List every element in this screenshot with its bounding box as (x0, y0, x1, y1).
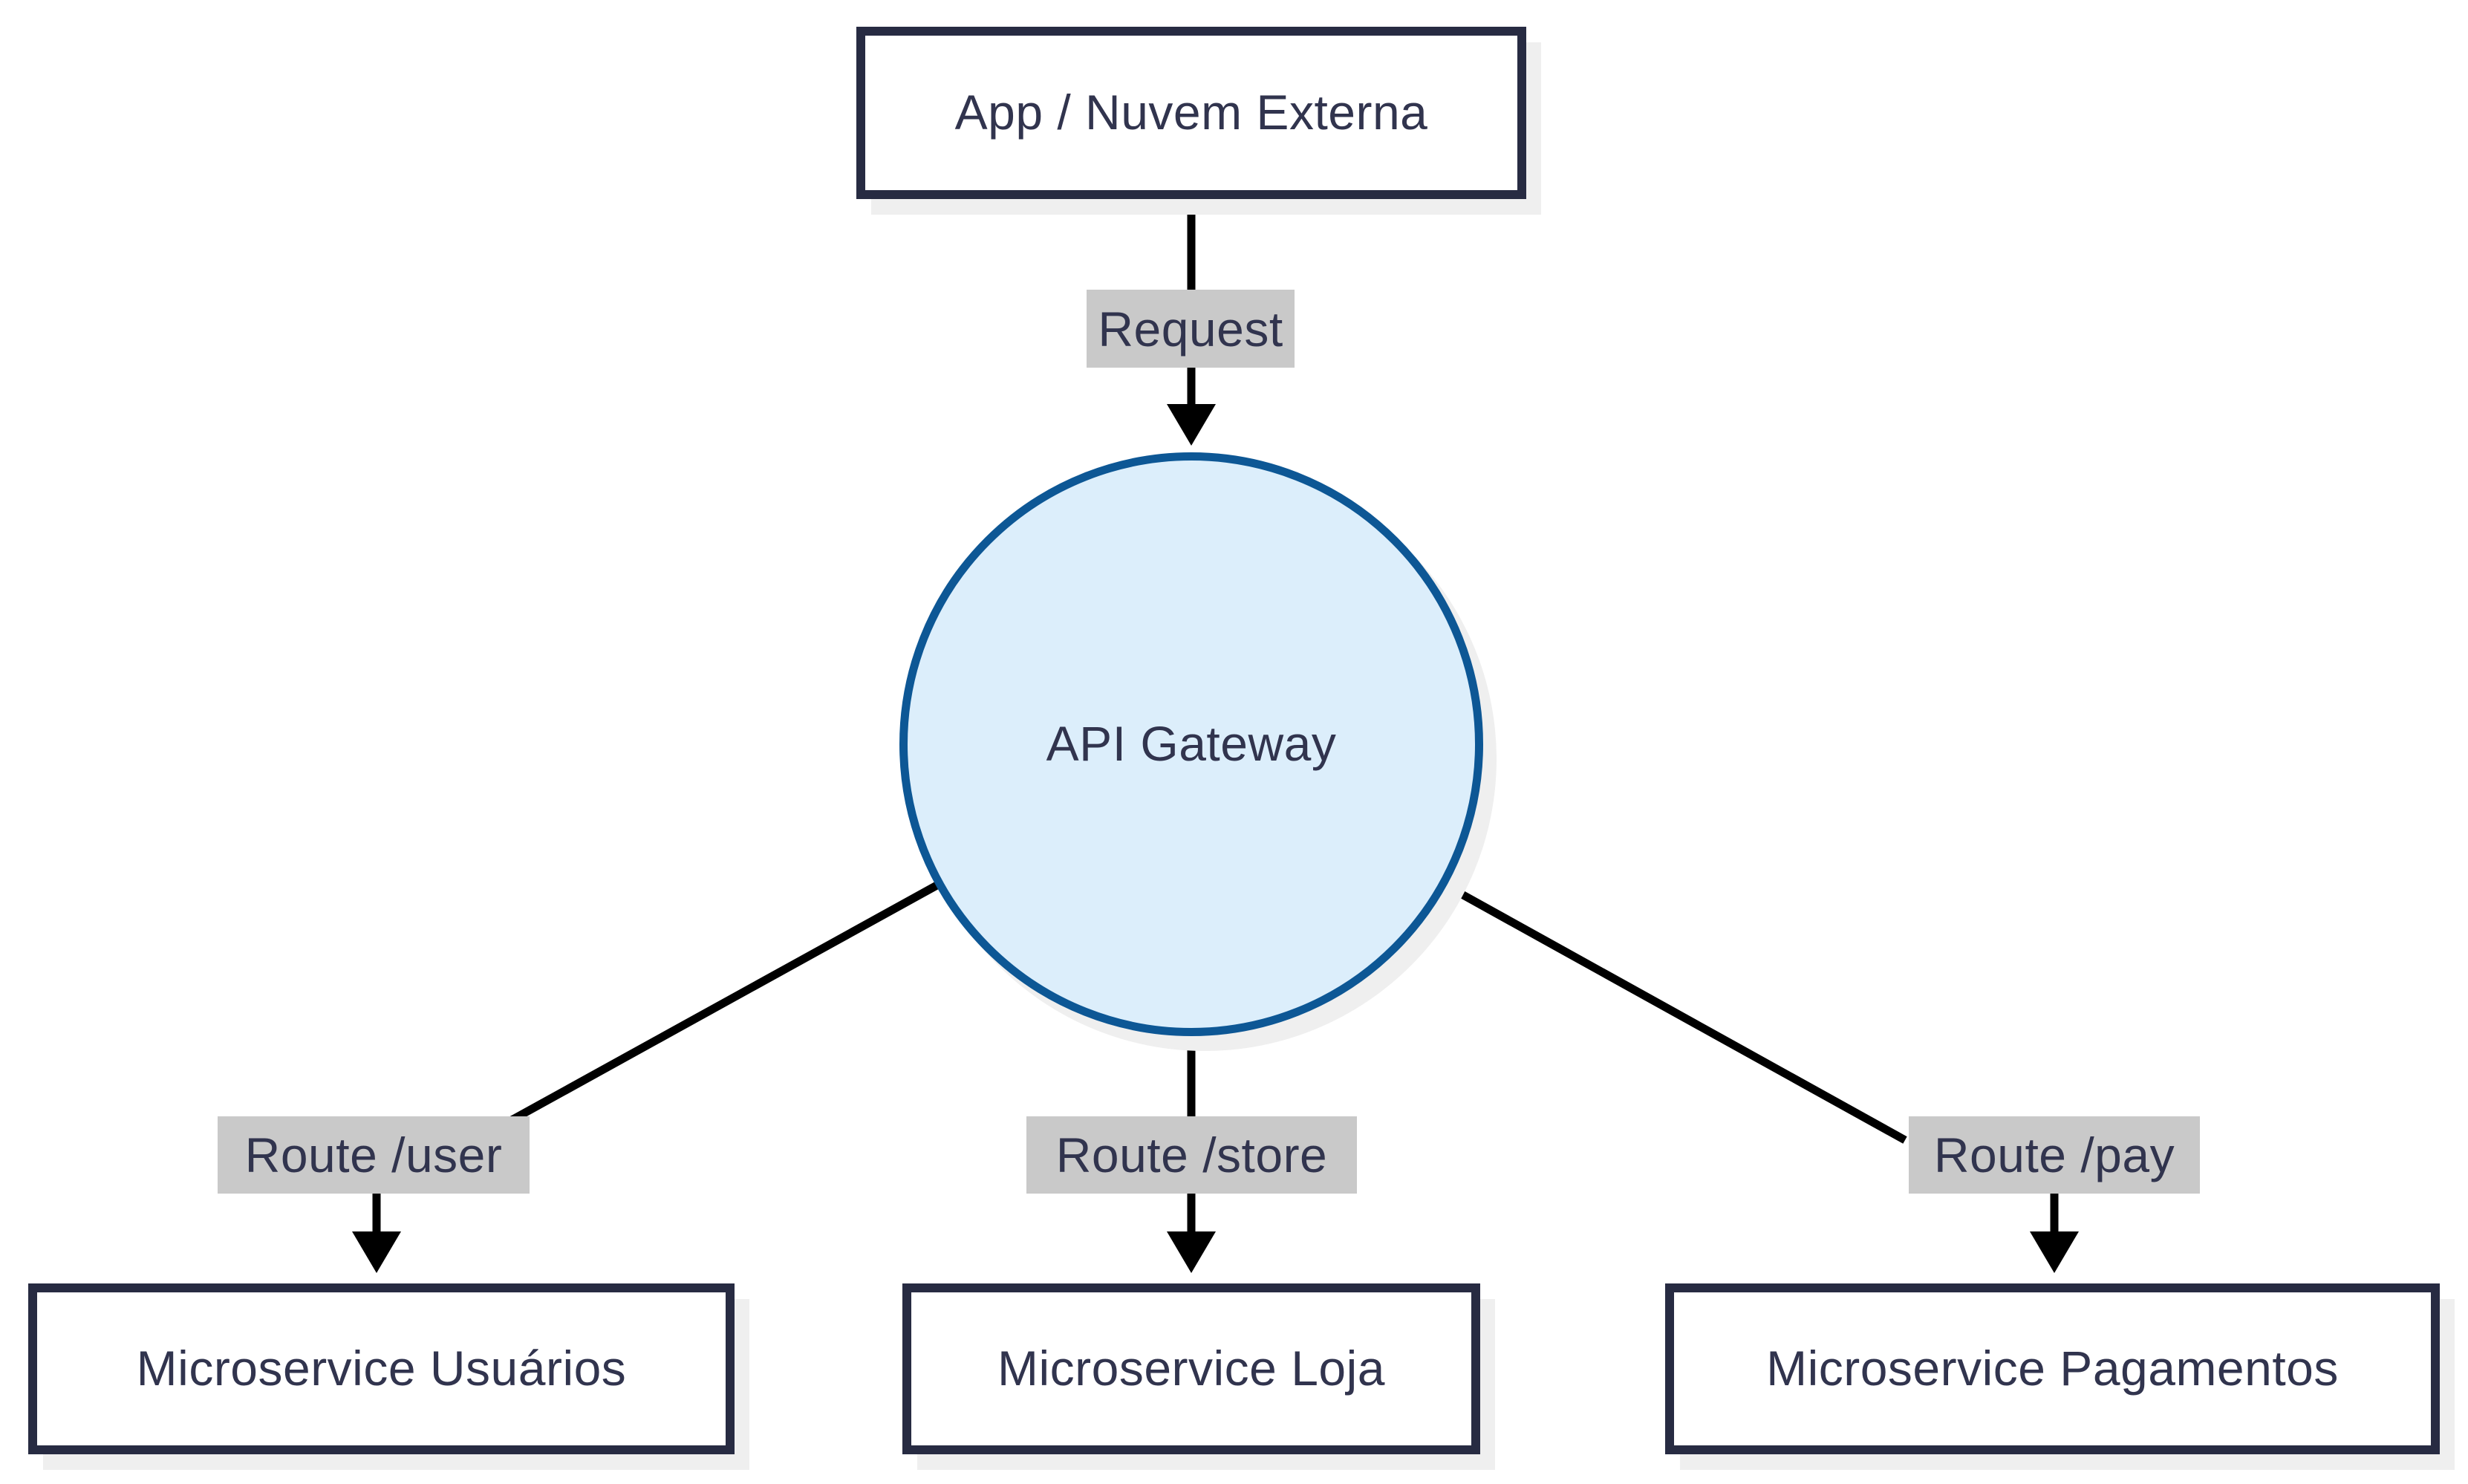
edge-label-route-store: Route /store (1026, 1116, 1357, 1194)
node-microservice-pagamentos-label: Microservice Pagamentos (1766, 1341, 2339, 1396)
node-microservice-usuarios-label: Microservice Usuários (136, 1341, 627, 1396)
edge-label-route-store-text: Route /store (1055, 1127, 1328, 1182)
edge-label-request: Request (1087, 290, 1295, 368)
node-microservice-loja-label: Microservice Loja (997, 1341, 1385, 1396)
node-api-gateway: API Gateway (899, 452, 1483, 1036)
edge-label-route-user-text: Route /user (244, 1127, 503, 1182)
node-microservice-usuarios: Microservice Usuários (28, 1283, 735, 1454)
arrowhead-down-user-icon (352, 1231, 401, 1273)
edge-label-route-user: Route /user (218, 1116, 530, 1194)
arrowhead-down-request-icon (1167, 404, 1216, 446)
edge-gateway-to-pay-line (1441, 880, 1907, 1144)
arrowhead-down-pay-icon (2030, 1231, 2079, 1273)
node-app-nuvem-externa: App / Nuvem Externa (856, 27, 1526, 199)
node-app-nuvem-externa-label: App / Nuvem Externa (954, 85, 1428, 140)
edge-label-request-text: Request (1098, 301, 1283, 357)
arrowhead-down-store-icon (1167, 1231, 1216, 1273)
node-microservice-pagamentos: Microservice Pagamentos (1665, 1283, 2440, 1454)
node-microservice-loja: Microservice Loja (902, 1283, 1480, 1454)
node-api-gateway-label: API Gateway (1046, 716, 1337, 772)
edge-label-route-pay-text: Route /pay (1933, 1127, 2175, 1182)
edge-label-route-pay: Route /pay (1909, 1116, 2200, 1194)
edge-gateway-to-user-line (473, 880, 942, 1144)
